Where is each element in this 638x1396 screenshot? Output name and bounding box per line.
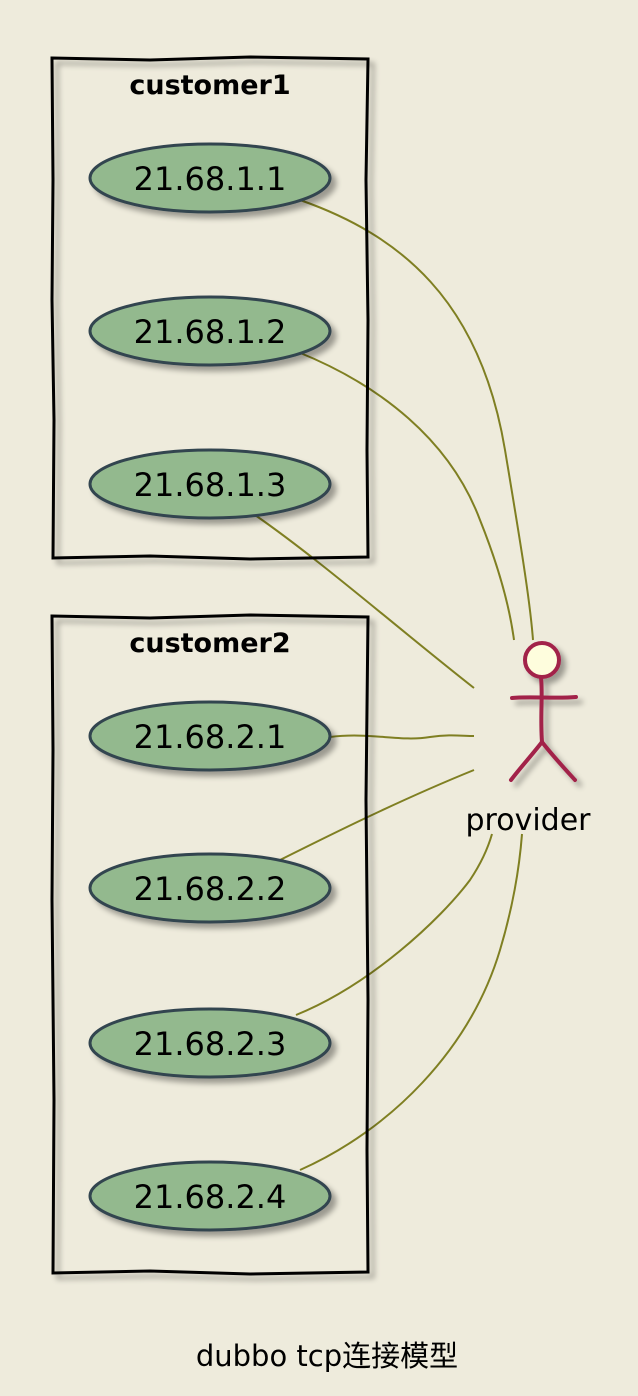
usecase-node[interactable]: 21.68.2.1 (88, 700, 332, 772)
usecase-label: 21.68.2.3 (134, 1025, 287, 1063)
package-border (50, 55, 370, 561)
usecase-label: 21.68.2.2 (134, 870, 287, 908)
usecase-node[interactable]: 21.68.1.1 (88, 142, 332, 214)
link-uc-2-1 (329, 734, 475, 740)
actor-label: provider (466, 803, 592, 838)
link-uc-1-2 (297, 351, 515, 641)
usecase-label: 21.68.2.4 (134, 1178, 287, 1216)
package-customer2: customer2 21.68.2.1 21.68.2.2 21.68.2.3 … (50, 613, 370, 1276)
link-uc-2-2 (279, 769, 475, 861)
usecase-node[interactable]: 21.68.1.3 (88, 448, 332, 520)
usecase-node[interactable]: 21.68.1.2 (88, 295, 332, 367)
package-title: customer1 (129, 70, 290, 101)
stick-figure-icon (509, 641, 578, 782)
usecase-label: 21.68.1.3 (134, 466, 287, 504)
link-uc-2-4 (299, 833, 523, 1171)
actor-provider[interactable]: provider (466, 641, 592, 838)
link-uc-1-1 (299, 199, 534, 641)
connection-lines (254, 199, 534, 1171)
package-border (50, 613, 370, 1276)
package-customer1: customer1 21.68.1.1 21.68.1.2 21.68.1.3 (50, 55, 370, 561)
usecase-node[interactable]: 21.68.2.3 (88, 1007, 332, 1079)
usecase-node[interactable]: 21.68.2.2 (88, 852, 332, 924)
usecase-label: 21.68.1.1 (134, 160, 287, 198)
usecase-node[interactable]: 21.68.2.4 (88, 1160, 332, 1232)
usecase-label: 21.68.2.1 (134, 718, 287, 756)
package-title: customer2 (129, 628, 290, 659)
diagram-caption: dubbo tcp连接模型 (196, 1339, 458, 1373)
link-uc-2-3 (295, 833, 493, 1016)
usecase-label: 21.68.1.2 (134, 313, 287, 351)
link-uc-1-3 (254, 514, 475, 689)
